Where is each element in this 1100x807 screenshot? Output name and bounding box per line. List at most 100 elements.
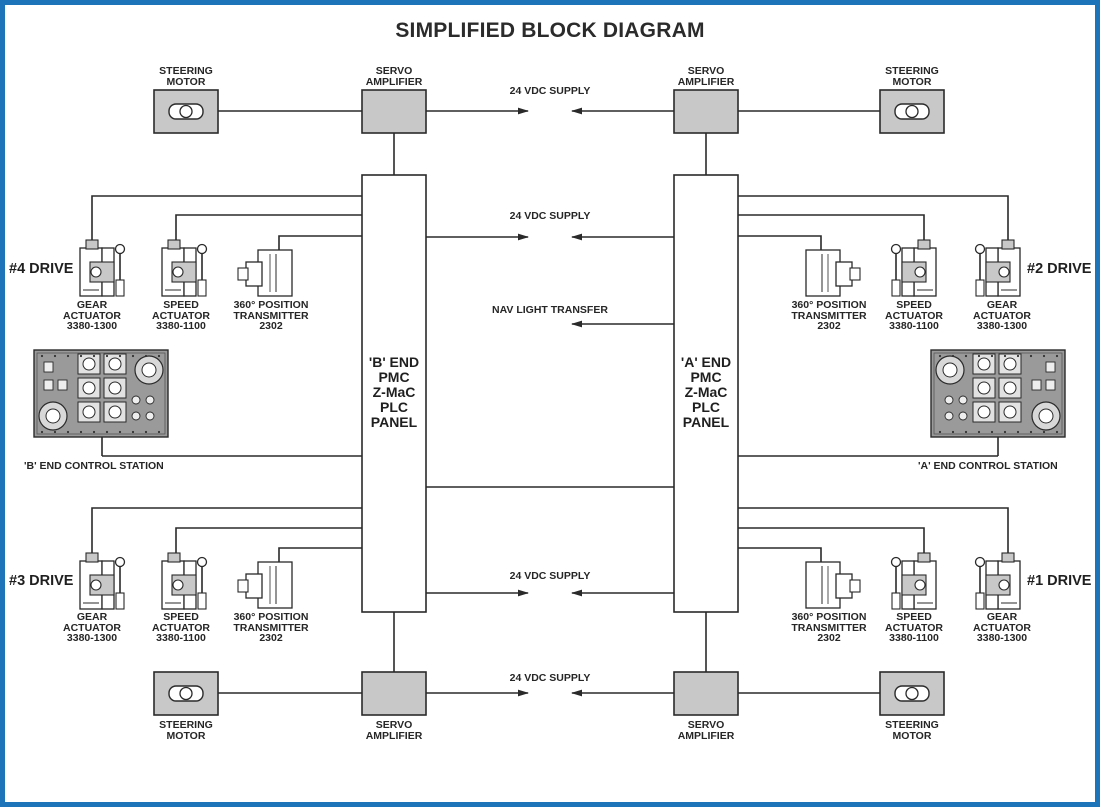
label-line: SPEED — [896, 611, 932, 623]
label-line: SERVO — [687, 719, 725, 731]
supply-label: 24 VDC SUPPLY — [509, 570, 591, 582]
label-line: SERVO — [375, 65, 413, 77]
label-line: STEERING — [159, 65, 213, 77]
label-line: 2302 — [817, 320, 841, 332]
label-line: 3380-1300 — [976, 632, 1028, 644]
label-line: 3380-1300 — [66, 632, 118, 644]
servo-amplifier-top-right — [673, 89, 739, 134]
drive-1-label: #1 DRIVE — [1027, 573, 1092, 589]
label-line: SPEED — [163, 299, 199, 311]
servo-amplifier-top-left — [361, 89, 427, 134]
label-line: PANEL — [682, 414, 730, 430]
label-line: MOTOR — [892, 75, 932, 88]
label-line: STEERING — [885, 719, 939, 731]
position-transmitter-icon — [237, 249, 293, 297]
label-line: TRANSMITTER — [791, 309, 867, 322]
label-line: AMPLIFIER — [365, 729, 423, 742]
label-line: MOTOR — [166, 729, 206, 742]
nav-light-label: NAV LIGHT TRANSFER — [492, 304, 608, 316]
label-line: MOTOR — [166, 75, 206, 88]
label-line: 3380-1100 — [156, 320, 206, 332]
label-line: TRANSMITTER — [791, 621, 867, 634]
label-line: ACTUATOR — [63, 621, 121, 634]
steering-motor-top-right — [879, 89, 945, 134]
label-line: 360° POSITION — [233, 611, 309, 623]
label-line: ACTUATOR — [973, 309, 1031, 322]
label-line: AMPLIFIER — [677, 729, 735, 742]
label-line: PLC — [692, 399, 720, 415]
gear-actuator-icon — [974, 239, 1021, 297]
label-line: SERVO — [687, 65, 725, 77]
label-line: ACTUATOR — [973, 621, 1031, 634]
label-line: SERVO — [375, 719, 413, 731]
label-line: GEAR — [986, 611, 1018, 623]
label-line: TRANSMITTER — [233, 621, 309, 634]
label-line: STEERING — [885, 65, 939, 77]
label-line: 3380-1100 — [156, 632, 206, 644]
steering-motor-bottom-right — [879, 671, 945, 716]
servo-amplifier-bottom-left — [361, 671, 427, 716]
label-line: 360° POSITION — [791, 299, 867, 311]
steering-motor-bottom-left — [153, 671, 219, 716]
label-line: PLC — [380, 399, 408, 415]
label-line: 3380-1100 — [889, 632, 939, 644]
drive-4-label: #4 DRIVE — [9, 261, 74, 277]
label-line: 3380-1100 — [889, 320, 939, 332]
label-line: MOTOR — [892, 729, 932, 742]
label-line: 3380-1300 — [66, 320, 118, 332]
supply-label: 24 VDC SUPPLY — [509, 85, 591, 97]
label-line: ACTUATOR — [152, 621, 210, 634]
label-line: STEERING — [159, 719, 213, 731]
label-line: 'A' END — [680, 354, 732, 370]
speed-actuator-icon — [161, 552, 208, 610]
label-line: 360° POSITION — [791, 611, 867, 623]
control-station-b-illustration — [33, 349, 169, 438]
label-line: TRANSMITTER — [233, 309, 309, 322]
steering-motor-top-left — [153, 89, 219, 134]
label-line: PMC — [378, 369, 410, 385]
label-line: PANEL — [370, 414, 418, 430]
position-transmitter-icon — [237, 561, 293, 609]
label-line: ACTUATOR — [885, 309, 943, 322]
supply-label: 24 VDC SUPPLY — [509, 672, 591, 684]
plc-panel-a — [673, 174, 739, 613]
label-line: ACTUATOR — [63, 309, 121, 322]
label-line: ACTUATOR — [152, 309, 210, 322]
label-line: 3380-1300 — [976, 320, 1028, 332]
speed-actuator-icon — [890, 552, 937, 610]
label-line: 2302 — [259, 632, 283, 644]
label-line: GEAR — [76, 611, 108, 623]
label-line: 'B' END — [368, 354, 420, 370]
diagram-title: SIMPLIFIED BLOCK DIAGRAM — [395, 19, 705, 42]
speed-actuator-icon — [161, 239, 208, 297]
servo-amplifier-bottom-right — [673, 671, 739, 716]
position-transmitter-icon — [805, 249, 861, 297]
gear-actuator-icon — [79, 552, 126, 610]
label-line: GEAR — [76, 299, 108, 311]
label-line: GEAR — [986, 299, 1018, 311]
device-illustrations — [79, 239, 1021, 610]
speed-actuator-icon — [890, 239, 937, 297]
label-line: 2302 — [817, 632, 841, 644]
label-line: SPEED — [896, 299, 932, 311]
label-line: ACTUATOR — [885, 621, 943, 634]
supply-label: 24 VDC SUPPLY — [509, 210, 591, 222]
label-line: AMPLIFIER — [365, 75, 423, 88]
connection-lines — [91, 107, 1009, 697]
label-line: PMC — [690, 369, 722, 385]
